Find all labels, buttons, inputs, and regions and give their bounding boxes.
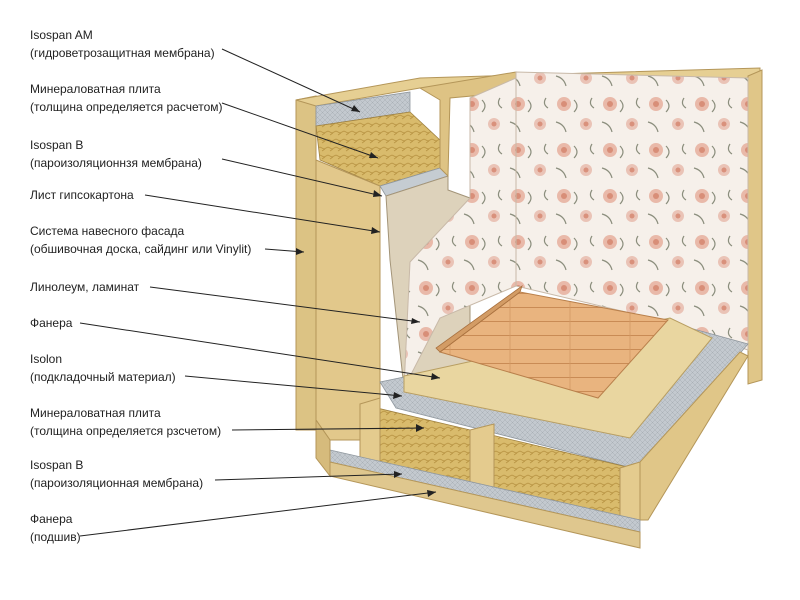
- skirting-board: [435, 284, 523, 353]
- label-subtitle: (обшивочная доска, сайдинг или Vinylit): [30, 242, 252, 256]
- leader-plywood: [79, 322, 441, 379]
- leader-isospan-b-floor: [214, 473, 403, 481]
- label-title: Isospan B: [30, 138, 84, 152]
- label-laminate: Линолеум, ламинат: [30, 278, 139, 296]
- leader-isospan-b-wall: [221, 158, 383, 197]
- leader-plywood-subfloor: [79, 491, 437, 537]
- label-title: Isospan AM: [30, 28, 93, 42]
- label-isospan-b-floor: Isospan B (пароизоляционная мембрана): [30, 456, 203, 492]
- label-subtitle: (толщина определяется рзсчетом): [30, 424, 222, 438]
- leader-arrowheads: [296, 105, 440, 497]
- label-subtitle: (пароизоляционная мембрана): [30, 476, 204, 490]
- label-isospan-am: Isospan AM (гидроветрозащитная мембрана): [30, 26, 215, 62]
- leader-isospan-am: [221, 48, 361, 113]
- label-facade-system: Система навесного фасада (обшивочная дос…: [30, 222, 251, 258]
- leader-isolon: [184, 375, 403, 397]
- label-title: Isospan B: [30, 458, 84, 472]
- label-gypsum-board: Лист гипсокартона: [30, 186, 134, 204]
- label-title: Фанера: [30, 512, 73, 526]
- label-plywood-subfloor: Фанера (подшив): [30, 510, 81, 546]
- label-title: Линолеум, ламинат: [30, 280, 140, 294]
- label-subtitle: (толщина определяется расчетом): [30, 100, 223, 114]
- floor-beam-right: [639, 351, 749, 521]
- leader-lines: [79, 48, 441, 537]
- leader-mineral-wool-floor: [231, 427, 425, 431]
- label-title: Система навесного фасада: [30, 224, 185, 238]
- label-plywood: Фанера: [30, 314, 72, 332]
- label-title: Лист гипсокартона: [30, 188, 134, 202]
- leader-gypsum: [144, 194, 381, 233]
- label-subtitle: (подшив): [30, 530, 81, 544]
- leader-mineral-wool-wall: [221, 102, 379, 159]
- label-title: Фанера: [30, 316, 73, 330]
- label-isolon: Isolon (подкладочный материал): [30, 350, 176, 386]
- label-title: Isolon: [30, 352, 63, 366]
- label-subtitle: (пароизоляционнзя мембрана): [30, 156, 202, 170]
- label-title: Минераловатная плита: [30, 82, 161, 96]
- label-mineral-wool-floor: Минераловатная плита (толщина определяет…: [30, 404, 221, 440]
- label-mineral-wool-wall: Минераловатная плита (толщина определяет…: [30, 80, 223, 116]
- label-subtitle: (подкладочный материал): [30, 370, 176, 384]
- wall-stud: [315, 159, 381, 441]
- label-isospan-b-wall: Isospan B (пароизоляционнзя мембрана): [30, 136, 202, 172]
- leader-laminate: [149, 286, 421, 323]
- left-wall-wallpaper: [403, 77, 517, 389]
- label-subtitle: (гидроветрозащитная мембрана): [30, 46, 215, 60]
- label-title: Минераловатная плита: [30, 406, 161, 420]
